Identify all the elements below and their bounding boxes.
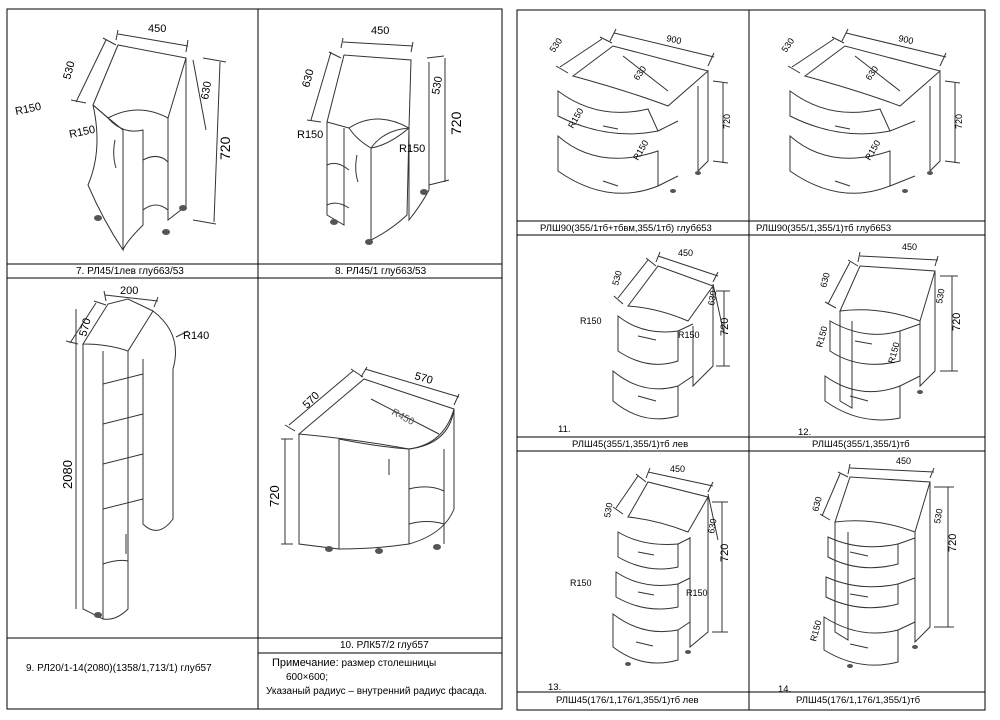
cell7-dim-height: 720	[217, 136, 233, 160]
cabinet-7-drawing: 450 530 630 720 R150 R150	[14, 23, 233, 252]
cell10-radius: R450	[390, 407, 417, 428]
note-block: Примечание: размер столешницы 600×600; У…	[266, 656, 487, 699]
r5-radius-1: R150	[570, 578, 592, 588]
r2-radius: R150	[863, 138, 882, 162]
r1-dim-width: 900	[666, 33, 683, 46]
r1-dim-depth: 530	[547, 36, 564, 54]
cell9-radius: R140	[183, 330, 209, 342]
cabinet-10-drawing: 570 570 R450 720	[267, 366, 460, 554]
cell8-dim-depth2: 530	[430, 75, 445, 95]
r2-dim-width: 900	[898, 33, 915, 46]
cell7-caption: 7. РЛ45/1лев глуб63/53	[76, 266, 184, 277]
r3-dim-width: 450	[678, 248, 693, 258]
r6-number: 14.	[778, 684, 791, 692]
drawer-unit-r2-drawing: 900 530 630 720 R150	[779, 28, 964, 194]
note-line2: 600×600;	[286, 672, 328, 683]
r5-dim-depth2: 630	[706, 518, 718, 535]
r5-radius-2: R150	[686, 588, 708, 598]
note-line1: размер столешницы	[338, 658, 437, 669]
r3-dim-depth2: 630	[706, 290, 718, 307]
r2-dim-depth2: 630	[863, 64, 880, 82]
r1-dim-height: 720	[722, 114, 732, 129]
right-sheet: 900 530 630 720 R150 R150 РЛШ90(355/1тб+…	[512, 0, 1000, 720]
cell10-dim-depth: 570	[301, 390, 322, 411]
r4-number: 12.	[798, 427, 811, 436]
r6-radius: R150	[808, 619, 823, 642]
cell9-dim-width: 200	[120, 285, 138, 297]
left-sheet-frame	[6, 8, 503, 710]
r3-dim-depth: 530	[610, 269, 624, 286]
cabinet-9-drawing: 200 570 R140 2080	[60, 285, 209, 620]
cell9-dim-height: 2080	[60, 460, 75, 489]
cell8-radius-1: R150	[297, 129, 323, 141]
cell9-dim-depth: 570	[77, 317, 93, 338]
cell8-dim-height: 720	[448, 111, 464, 135]
r6-dim-height: 720	[947, 534, 959, 552]
cell10-dim-height: 720	[267, 485, 282, 507]
drawer-unit-r4-drawing: 450 630 530 720 R150 R150 12.	[798, 242, 963, 436]
cabinet-8-drawing: 450 630 530 720 R150 R150	[297, 25, 464, 245]
cell7-dim-width: 450	[148, 23, 166, 35]
r6-dim-width: 450	[896, 456, 911, 466]
r3-number: 11.	[558, 424, 571, 435]
right-sheet-frame	[516, 9, 986, 711]
r5-dim-width: 450	[670, 464, 685, 474]
r4-dim-depth2: 530	[934, 288, 946, 305]
r5-dim-height: 720	[719, 544, 731, 562]
note-label: Примечание:	[272, 657, 339, 669]
drawer-unit-r6-drawing: 450 630 530 720 R150 14.	[778, 456, 959, 692]
drawer-unit-r5-drawing: 450 530 630 720 R150 R150 13.	[548, 464, 731, 692]
r1-caption: РЛШ90(355/1тб+тбвм,355/1тб) глуб653	[540, 223, 712, 234]
cell10-caption: 10. РЛК57/2 глуб57	[340, 640, 429, 651]
r3-radius-2: R150	[678, 330, 700, 340]
left-sheet: 450 530 630 720 R150 R150 7. РЛ45/1лев г…	[6, 8, 503, 710]
r2-dim-height: 720	[954, 114, 964, 129]
r2-caption: РЛШ90(355/1,355/1)тб глуб653	[756, 223, 892, 234]
cell8-caption: 8. РЛ45/1 глуб63/53	[335, 266, 427, 277]
r6-dim-depth2: 530	[932, 508, 944, 525]
drawer-unit-r1-drawing: 900 530 630 720 R150 R150	[547, 28, 732, 194]
drawer-unit-r3-drawing: 450 530 630 720 R150 R150 11.	[558, 248, 731, 435]
r4-radius-1: R150	[814, 325, 829, 348]
cell8-dim-depth: 630	[300, 68, 316, 89]
r3-dim-height: 720	[719, 318, 731, 336]
cell8-dim-width: 450	[371, 25, 389, 37]
r6-caption: РЛШ45(176/1,176/1,355/1)тб	[796, 695, 921, 706]
cell9-caption: 9. РЛ20/1-14(2080)(1358/1,713/1) глуб57	[26, 663, 212, 674]
cell8-radius-2: R150	[399, 143, 425, 155]
cell7-radius-2: R150	[68, 124, 96, 141]
cell7-radius-1: R150	[14, 101, 42, 118]
r5-caption: РЛШ45(176/1,176/1,355/1)тб лев	[556, 695, 699, 706]
r4-caption: РЛШ45(355/1,355/1)тб	[812, 439, 910, 450]
r1-radius-2: R150	[631, 138, 650, 162]
cell10-dim-width: 570	[413, 370, 434, 387]
r4-dim-depth: 630	[818, 271, 832, 288]
cell7-dim-depth2: 630	[199, 80, 214, 100]
r6-dim-depth: 630	[810, 495, 824, 512]
r2-dim-depth: 530	[779, 36, 796, 54]
r4-dim-height: 720	[951, 313, 963, 331]
r5-number: 13.	[548, 682, 561, 692]
r3-caption: РЛШ45(355/1,355/1)тб лев	[572, 439, 689, 450]
r3-radius-1: R150	[580, 316, 602, 326]
note-line3: Указаный радиус – внутренний радиус фаса…	[266, 686, 487, 697]
r4-dim-width: 450	[902, 242, 917, 252]
r1-dim-depth2: 630	[631, 64, 648, 82]
cell7-dim-depth: 530	[61, 60, 77, 81]
r5-dim-depth: 530	[602, 502, 614, 519]
